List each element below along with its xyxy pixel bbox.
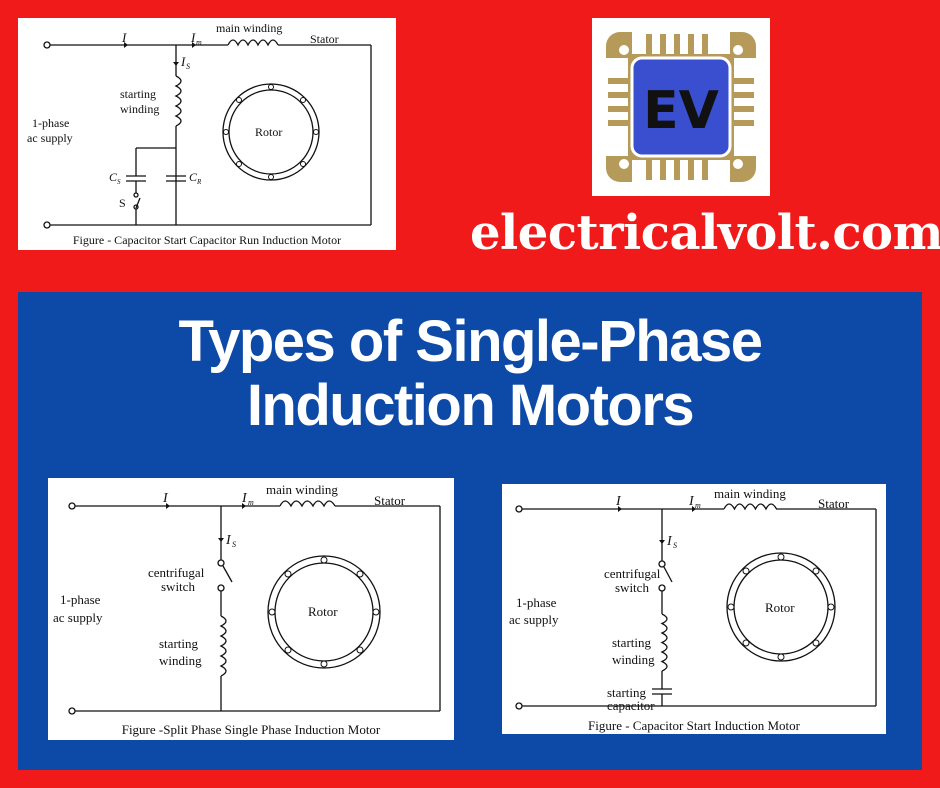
svg-text:centrifugal: centrifugal (604, 566, 661, 581)
svg-text:R: R (196, 178, 202, 186)
label-switch: S (119, 196, 126, 210)
svg-text:I: I (615, 494, 622, 509)
svg-text:Stator: Stator (818, 496, 850, 511)
circuit-diagram: I I m I S main winding Stator centrifuga… (53, 482, 441, 737)
svg-text:I: I (688, 494, 695, 509)
svg-text:m: m (248, 498, 254, 507)
svg-text:I: I (666, 534, 673, 549)
svg-text:ac supply: ac supply (53, 610, 103, 625)
svg-text:S: S (117, 178, 121, 186)
svg-text:S: S (673, 541, 677, 550)
svg-text:starting: starting (120, 87, 156, 101)
logo-text: EV (643, 81, 719, 141)
svg-text:switch: switch (161, 579, 195, 594)
svg-text:ac supply: ac supply (509, 612, 559, 627)
svg-text:main winding: main winding (266, 482, 338, 497)
label-cap-run: C (189, 170, 198, 184)
svg-text:Rotor: Rotor (765, 600, 795, 615)
chip-logo-icon: EV (606, 32, 756, 182)
svg-text:starting: starting (612, 635, 651, 650)
label-rotor: Rotor (255, 125, 282, 139)
svg-text:Rotor: Rotor (308, 604, 338, 619)
svg-text:S: S (186, 62, 190, 71)
svg-text:I: I (162, 491, 169, 506)
figure-caption: Figure - Capacitor Start Induction Motor (588, 718, 801, 733)
svg-text:I: I (241, 491, 248, 506)
svg-text:1-phase: 1-phase (516, 595, 557, 610)
svg-text:starting: starting (607, 685, 646, 700)
figure-caption: Figure -Split Phase Single Phase Inducti… (122, 722, 381, 737)
label-cap-start: C (109, 170, 118, 184)
circuit-diagram: I I m I S main winding Stator starting w… (27, 21, 372, 247)
figure-caption: Figure - Capacitor Start Capacitor Run I… (73, 233, 341, 247)
svg-text:Stator: Stator (374, 493, 406, 508)
figure-capacitor-start-capacitor-run: I I m I S main winding Stator starting w… (18, 18, 396, 250)
svg-text:main winding: main winding (714, 486, 786, 501)
svg-text:m: m (695, 501, 701, 510)
site-logo: EV (592, 18, 770, 196)
label-stator: Stator (310, 32, 339, 46)
site-domain: electricalvolt.com (470, 205, 940, 261)
svg-text:I: I (225, 533, 232, 548)
label-main-winding: main winding (216, 21, 282, 35)
svg-text:winding: winding (612, 652, 655, 667)
page-title: Types of Single-Phase Induction Motors (178, 309, 763, 438)
svg-text:S: S (232, 540, 236, 549)
svg-text:m: m (196, 38, 202, 47)
banner: Types of Single-Phase Induction Motors (18, 292, 922, 770)
figure-split-phase: I I m I S main winding Stator centrifuga… (48, 478, 454, 740)
label-supply: 1-phase (32, 116, 69, 130)
circuit-diagram: I I m I S main winding Stator centrifuga… (509, 486, 877, 733)
svg-text:starting: starting (159, 636, 198, 651)
svg-text:centrifugal: centrifugal (148, 565, 205, 580)
label-current-start: I (180, 54, 186, 69)
svg-text:ac supply: ac supply (27, 131, 73, 145)
svg-text:winding: winding (120, 102, 159, 116)
svg-text:switch: switch (615, 580, 649, 595)
svg-text:capacitor: capacitor (607, 698, 655, 713)
label-current-main: I (190, 30, 196, 45)
label-current-total: I (121, 30, 127, 45)
figure-capacitor-start: I I m I S main winding Stator centrifuga… (502, 484, 886, 734)
svg-text:winding: winding (159, 653, 202, 668)
svg-text:1-phase: 1-phase (60, 592, 101, 607)
